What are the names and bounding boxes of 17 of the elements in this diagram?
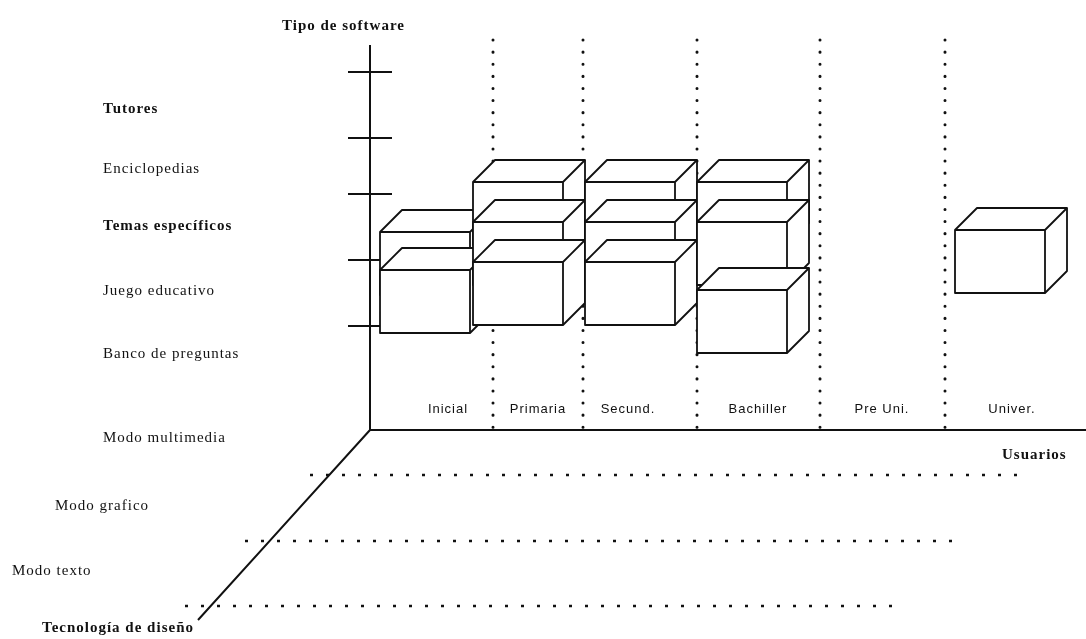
category-label: Tutores bbox=[103, 99, 159, 117]
category-label: Temas específicos bbox=[103, 216, 233, 234]
category-label: Modo texto bbox=[12, 561, 92, 579]
column-label: Inicial bbox=[427, 400, 469, 418]
category-label: Banco de preguntas bbox=[103, 344, 240, 362]
column-label: Primaria bbox=[509, 400, 567, 418]
axis-title: Usuarios bbox=[1002, 445, 1067, 463]
category-label: Juego educativo bbox=[103, 281, 216, 299]
column-label: Univer. bbox=[988, 400, 1036, 418]
axis-title: Tecnología de diseño bbox=[42, 618, 194, 636]
column-label: Secund. bbox=[600, 400, 656, 418]
category-label: Enciclopedias bbox=[103, 159, 201, 177]
category-label: Modo grafico bbox=[55, 496, 150, 514]
column-label: Pre Uni. bbox=[854, 400, 910, 418]
axis-title: Tipo de software bbox=[282, 16, 405, 34]
column-label: Bachiller bbox=[728, 400, 788, 418]
category-label: Modo multimedia bbox=[103, 428, 226, 446]
